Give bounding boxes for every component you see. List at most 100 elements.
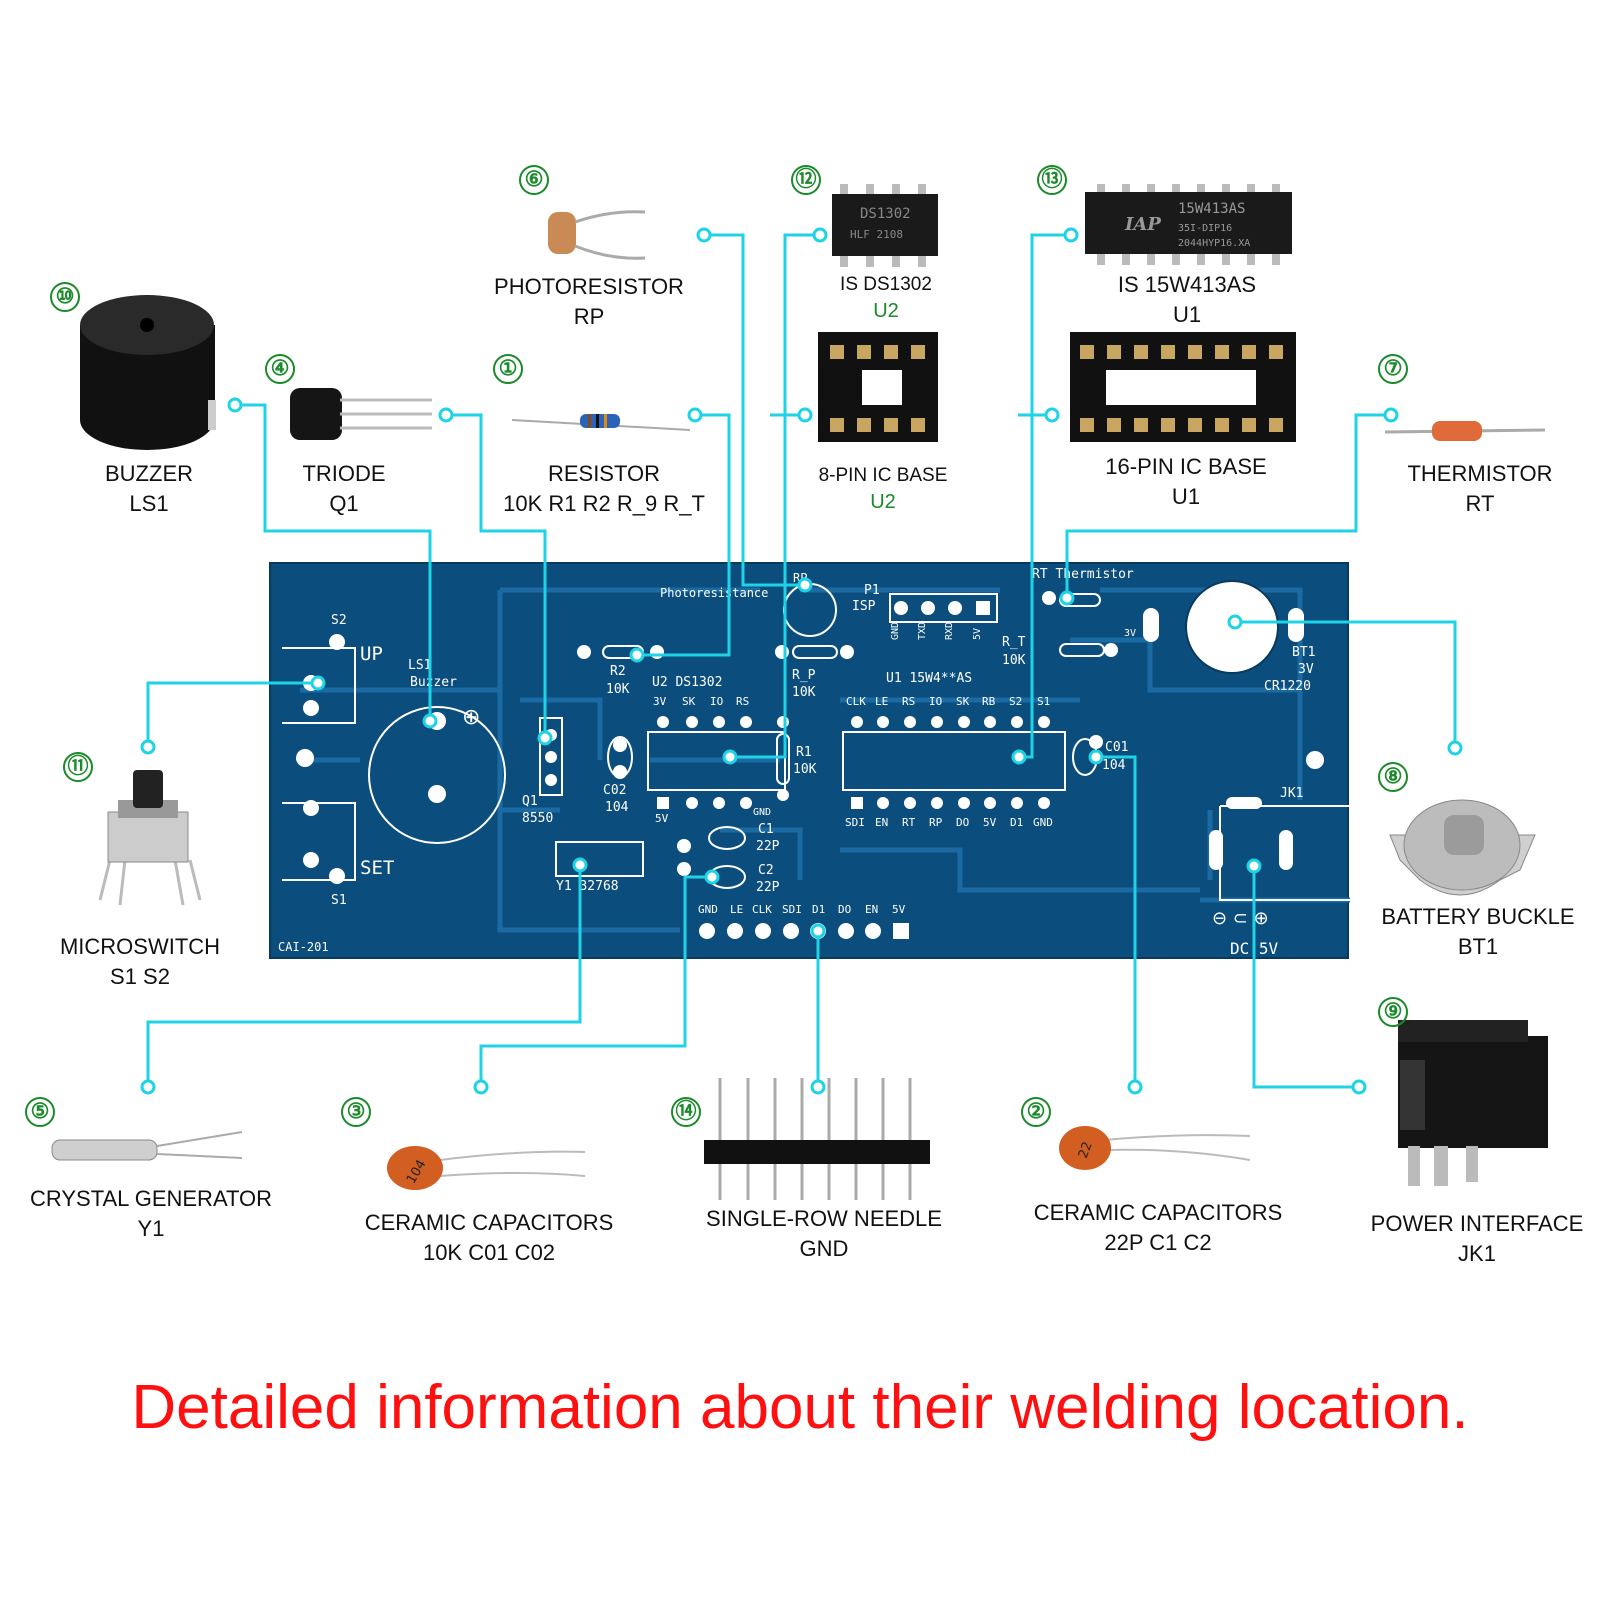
crystal-image: [51, 1131, 243, 1161]
c1-outline: [708, 826, 746, 850]
pcb-u1-top-7: S2: [1009, 695, 1022, 708]
label-thermistor-name: THERMISTOR: [1407, 461, 1553, 486]
label-ds1302: IS DS1302 U2: [840, 272, 932, 324]
label-power: POWER INTERFACE JK1: [1371, 1209, 1584, 1269]
label-battery: BATTERY BUCKLE BT1: [1381, 902, 1574, 962]
pcb-up: UP: [360, 643, 383, 665]
pcb-ls1: LS1: [408, 658, 431, 673]
pcb-r1: R1: [796, 745, 812, 760]
pcb-bt1-v: 3V: [1298, 662, 1314, 677]
pcb-isp-pin-3: RXD: [944, 622, 955, 640]
jk1-pad-right: [1279, 830, 1293, 870]
pcb-isp-pin-4: 5V: [972, 628, 983, 640]
pcb-hdr-pin-5: D1: [812, 903, 825, 916]
pcb-u1-top-8: S1: [1037, 695, 1050, 708]
leader-battery: [1235, 620, 1457, 748]
label-base8-name: 8-PIN IC BASE: [818, 465, 948, 486]
label-cap22-ref: 22P C1 C2: [1104, 1230, 1212, 1255]
pcb-batt-minus: 3V: [1124, 628, 1136, 639]
leader-photoresistor: [704, 233, 805, 587]
pcb-y1: Y1 32768: [556, 879, 619, 894]
label-base16: 16-PIN IC BASE U1: [1105, 452, 1266, 512]
pcb-rt-thermistor: RT Thermistor: [1032, 567, 1134, 582]
rt-outline: [1059, 643, 1105, 657]
pcb-u1-top-4: IO: [929, 695, 942, 708]
pcb-hdr-pin-1: GND: [698, 903, 718, 916]
ds1302-chip-image: DS1302 HLF 2108: [832, 184, 938, 267]
pcb-p1: P1: [864, 583, 880, 598]
label-cap22: CERAMIC CAPACITORS 22P C1 C2: [1034, 1198, 1283, 1258]
pcb-u1-bot-3: RT: [902, 816, 916, 829]
label-buzzer-ref: LS1: [129, 491, 169, 516]
pcb-u1-bot-1: SDI: [845, 816, 865, 829]
label-ic15-ref: U1: [1172, 302, 1202, 327]
pcb-traces: [300, 587, 1350, 933]
pcb-bt1-type: CR1220: [1264, 679, 1311, 694]
label-resistor-ref: 10K R1 R2 R_9 R_T: [503, 491, 705, 516]
pcb-isp-pin-2: TXD: [917, 622, 928, 640]
pcb-r1-val: 10K: [793, 762, 817, 777]
buzzer-plus-mark: ⊕: [462, 705, 480, 730]
badge-resistor: ①: [493, 354, 523, 384]
label-microswitch-ref: S1 S2: [110, 964, 170, 989]
pcb-c2: C2: [758, 863, 774, 878]
badge-triode: ④: [265, 354, 295, 384]
pcb-u1-bot-7: D1: [1010, 816, 1023, 829]
label-cap104-name: CERAMIC CAPACITORS: [364, 1210, 614, 1235]
welding-banner: Detailed information about their welding…: [131, 1373, 1469, 1442]
label-triode-name: TRIODE: [302, 461, 386, 486]
label-power-name: POWER INTERFACE: [1370, 1211, 1584, 1236]
rp-outline: [792, 645, 838, 659]
badge-ds1302: ⑫: [791, 165, 821, 195]
pcb-s1: S1: [331, 893, 347, 908]
badge-header: ⑭: [671, 1097, 701, 1127]
label-microswitch-name: MICROSWITCH: [59, 934, 221, 959]
pcb-u1-top-5: SK: [956, 695, 970, 708]
header-image: [704, 1078, 930, 1200]
pcb-u2-pin-4: RS: [736, 695, 749, 708]
label-ds1302-ref: U2: [873, 300, 899, 322]
pcb-s2: S2: [331, 613, 347, 628]
label-ic15-name: IS 15W413AS: [1117, 272, 1257, 297]
ic15-chip-image: IAP 15W413AS 35I-DIP16 2044HYP16.XA: [1085, 184, 1292, 265]
pcb-r-t-val: 10K: [1002, 653, 1026, 668]
pcb-bt1: BT1: [1292, 645, 1315, 660]
label-power-ref: JK1: [1458, 1241, 1496, 1266]
leader-dots: [140, 227, 1463, 1095]
pcb-u1-bot-6: 5V: [983, 816, 997, 829]
pcb-q1: Q1: [522, 794, 538, 809]
buzzer-image: [80, 295, 216, 450]
label-ds1302-name: IS DS1302: [840, 274, 932, 295]
pcb-hdr-pin-2: LE: [730, 903, 743, 916]
label-crystal: CRYSTAL GENERATOR Y1: [30, 1184, 272, 1244]
leader-ds1302: [730, 233, 820, 759]
pcb-u1: U1 15W4**AS: [886, 671, 972, 686]
ic15-marking-logo: IAP: [1124, 214, 1161, 235]
pcb-isp-pin-1: GND: [890, 622, 901, 640]
pcb-u2-pin-1: 3V: [653, 695, 667, 708]
pcb-buzzer: Buzzer: [410, 675, 457, 690]
label-cap104-ref: 10K C01 C02: [422, 1240, 556, 1265]
label-thermistor-ref: RT: [1465, 491, 1495, 516]
base16-image: [1070, 332, 1296, 442]
pcb-q1-val: 8550: [522, 811, 553, 826]
pcb-pads: [296, 591, 1324, 884]
label-microswitch: MICROSWITCH S1 S2: [60, 932, 220, 992]
pcb-c1-val: 22P: [756, 839, 780, 854]
photoresistor-image: [548, 210, 646, 260]
pcb-r2: R2: [610, 664, 626, 679]
jk1-pad-left: [1209, 830, 1223, 870]
ic15-marking-3: 2044HYP16.XA: [1178, 238, 1250, 249]
label-photoresistor-name: PHOTORESISTOR: [494, 274, 684, 299]
dc-polarity-mark: ⊖ ⊂ ⊕: [1212, 908, 1269, 929]
label-cap104: CERAMIC CAPACITORS 10K C01 C02: [365, 1208, 614, 1268]
label-base16-ref: U1: [1171, 484, 1201, 509]
leader-resistor: [637, 413, 731, 657]
label-battery-name: BATTERY BUCKLE: [1381, 904, 1575, 929]
pcb-u1-top-1: CLK: [846, 695, 866, 708]
pcb-c01: C01: [1105, 740, 1128, 755]
label-resistor: RESISTOR 10K R1 R2 R_9 R_T: [503, 459, 705, 519]
leader-crystal: [146, 865, 582, 1087]
leader-microswitch: [146, 681, 318, 747]
label-ic15: IS 15W413AS U1: [1118, 270, 1256, 330]
